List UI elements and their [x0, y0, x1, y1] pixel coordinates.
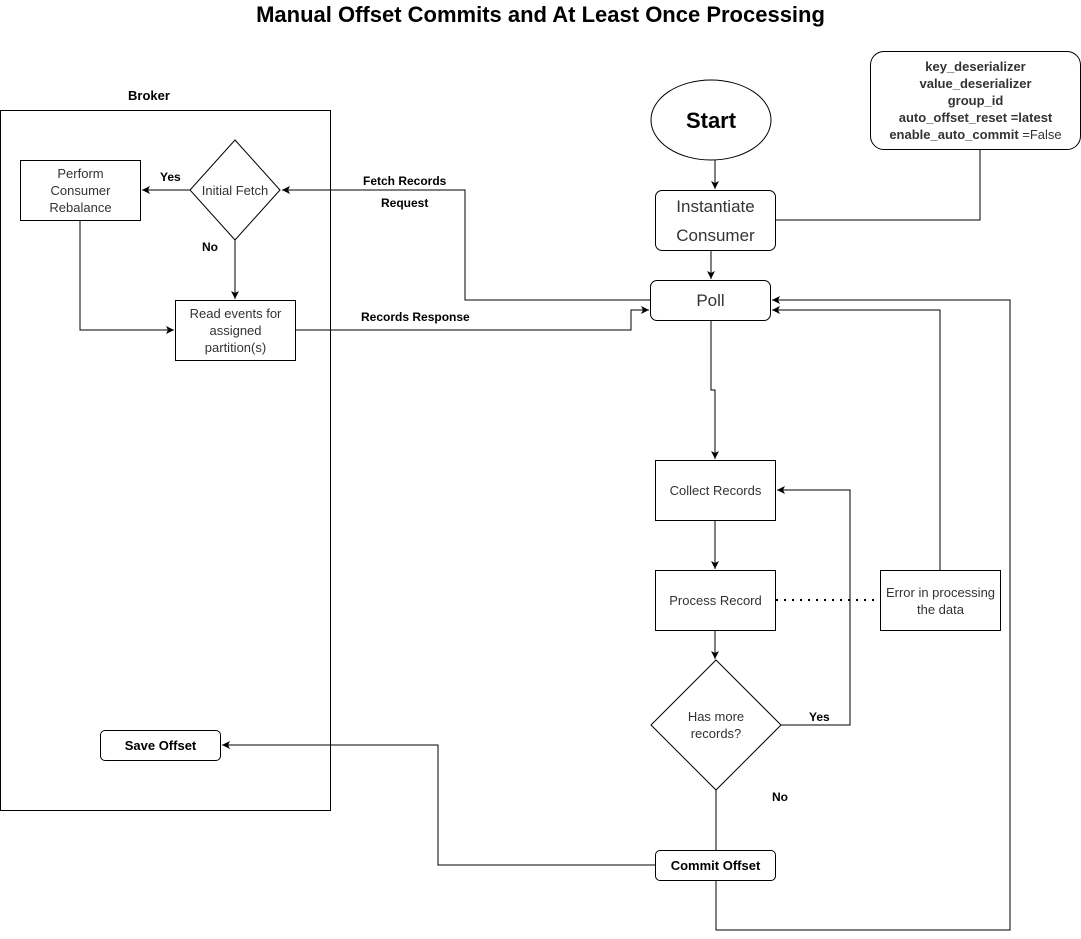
broker-container — [0, 110, 331, 811]
has-more-yes-label: Yes — [809, 710, 830, 724]
edge-error-to-poll — [772, 306, 941, 570]
has-more-no-label: No — [772, 790, 788, 804]
initial-fetch-yes-label: Yes — [160, 170, 181, 184]
edge-commit-to-poll — [715, 296, 1011, 931]
initial-fetch-node: Initial Fetch — [201, 182, 269, 198]
fetch-records-label: Fetch Records — [363, 174, 447, 188]
start-node-shape — [650, 79, 772, 161]
poll-node: Poll — [650, 280, 771, 321]
instantiate-consumer-node: Instantiate Consumer — [655, 190, 776, 251]
config-line: auto_offset_reset =latest — [898, 110, 1053, 125]
consumer-config-box: key_deserializer value_deserializer grou… — [870, 51, 1081, 150]
config-line: key_deserializer — [925, 59, 1026, 74]
initial-fetch-no-label: No — [202, 240, 218, 254]
config-line: value_deserializer — [919, 76, 1032, 91]
edge-commit-to-save — [222, 741, 656, 866]
edge-rebalance-to-read — [79, 220, 174, 334]
edge-poll-to-collect — [710, 320, 719, 459]
has-more-records-node: Has more records? — [687, 709, 745, 741]
edge-read-to-poll — [295, 306, 649, 331]
request-label: Request — [381, 196, 429, 210]
perform-rebalance-node: Perform Consumer Rebalance — [20, 160, 141, 221]
config-line: group_id — [947, 93, 1004, 108]
start-node: Start — [685, 107, 737, 133]
read-events-node: Read events for assigned partition(s) — [175, 300, 296, 361]
page-title: Manual Offset Commits and At Least Once … — [256, 2, 825, 27]
save-offset-node: Save Offset — [100, 730, 221, 761]
edge-poll-to-initial-fetch — [282, 186, 651, 301]
config-line: enable_auto_commit =False — [889, 127, 1062, 142]
process-record-node: Process Record — [655, 570, 776, 631]
edge-has-more-yes — [777, 486, 851, 726]
commit-offset-node: Commit Offset — [655, 850, 776, 881]
broker-label: Broker — [128, 88, 170, 103]
edge-config-to-instantiate — [776, 150, 981, 221]
collect-records-node: Collect Records — [655, 460, 776, 521]
error-processing-node: Error in processing the data — [880, 570, 1001, 631]
records-response-label: Records Response — [361, 310, 470, 324]
